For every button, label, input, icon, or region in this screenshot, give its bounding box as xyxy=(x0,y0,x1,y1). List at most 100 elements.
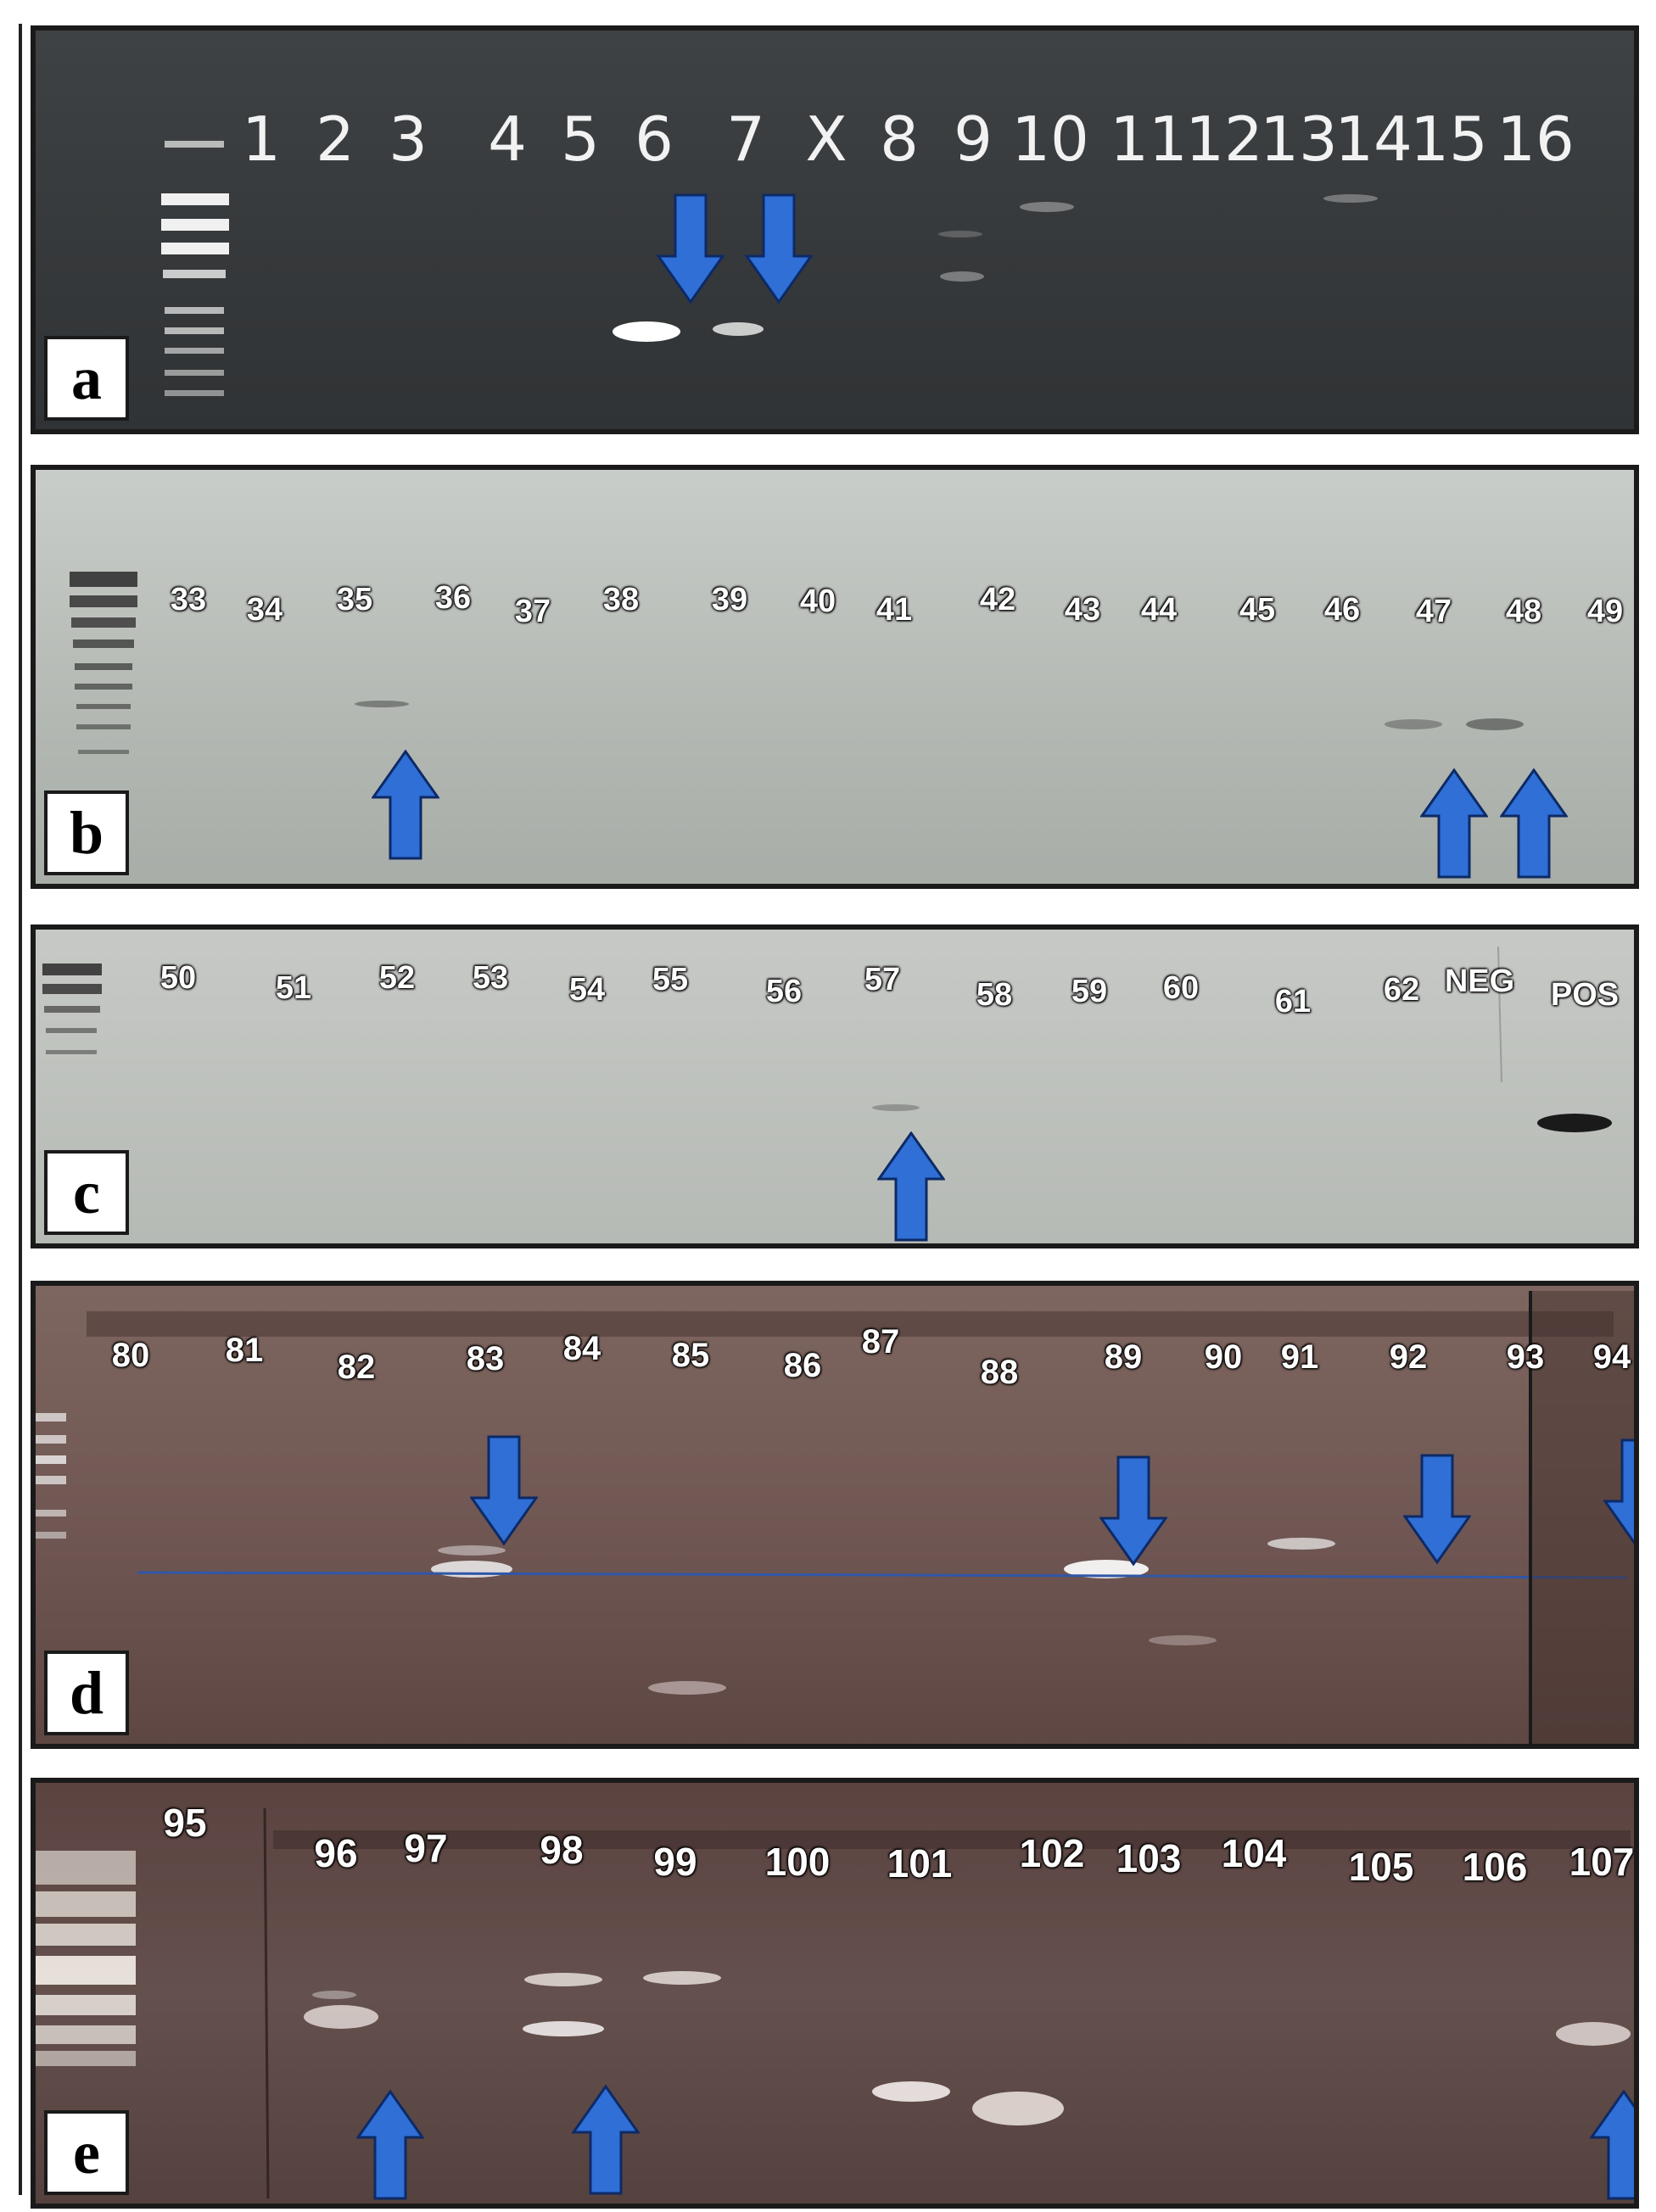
lane-label: 1 xyxy=(242,103,281,175)
lane-label: 16 xyxy=(1497,103,1575,175)
lane-label: 49 xyxy=(1586,594,1624,629)
ladder-b xyxy=(70,572,137,754)
lane-label: 41 xyxy=(876,592,913,628)
lane-label: X xyxy=(805,103,848,175)
lane-label: 58 xyxy=(976,977,1013,1013)
lane-label: 34 xyxy=(246,592,283,628)
well-row-e xyxy=(273,1830,1631,1849)
lane-label: 47 xyxy=(1415,594,1452,629)
lane-label: 60 xyxy=(1162,970,1200,1006)
lane-label: 101 xyxy=(887,1841,953,1885)
gel-panel-a: 1 2 3 4 5 6 7 X 8 9 10 11 12 13 14 15 16… xyxy=(31,25,1639,434)
lane-label: 106 xyxy=(1462,1845,1528,1889)
lane-label: 99 xyxy=(653,1840,697,1884)
lane-label: 105 xyxy=(1348,1845,1414,1889)
lane-label: 52 xyxy=(378,960,416,996)
lane-label: 5 xyxy=(561,103,600,175)
lane-label: 38 xyxy=(602,582,640,617)
lane-label: 51 xyxy=(275,970,312,1006)
lane-label: 90 xyxy=(1204,1338,1243,1376)
gel-panel-e: 95 96 97 98 99 100 101 102 103 104 105 1… xyxy=(31,1778,1639,2209)
lane-label: 53 xyxy=(472,960,509,996)
lane-label: 86 xyxy=(783,1347,822,1384)
panel-label-e: e xyxy=(44,2110,129,2195)
lane-label: 95 xyxy=(163,1801,207,1845)
lane-label: 6 xyxy=(635,103,674,175)
well-row-d xyxy=(87,1311,1614,1337)
gel-panel-c: 50 51 52 53 54 55 56 57 58 59 60 61 62 N… xyxy=(31,924,1639,1248)
lane-label: 107 xyxy=(1569,1840,1635,1884)
lane-label: 2 xyxy=(316,103,355,175)
ladder-e xyxy=(36,1851,136,2066)
lane-label: 93 xyxy=(1506,1338,1545,1376)
ladder-a xyxy=(161,141,229,396)
lane-label: 42 xyxy=(979,582,1016,617)
lane-label: 91 xyxy=(1280,1338,1319,1376)
lane-label: 92 xyxy=(1389,1338,1428,1376)
ladder-c xyxy=(42,964,102,1054)
lane-label: 102 xyxy=(1019,1831,1085,1875)
lane-label: 12 xyxy=(1185,103,1263,175)
lane-label: 57 xyxy=(864,962,901,997)
lane-label: 56 xyxy=(765,974,803,1009)
lane-label: 89 xyxy=(1104,1338,1143,1376)
lane-label: 82 xyxy=(337,1349,376,1386)
lane-label: 8 xyxy=(880,103,919,175)
lane-label: 14 xyxy=(1334,103,1413,175)
gel-panel-d: 80 81 82 83 84 85 86 87 88 89 90 91 92 9… xyxy=(31,1281,1639,1749)
lane-label: 43 xyxy=(1064,592,1101,628)
panel-label-d: d xyxy=(44,1651,129,1735)
lane-label: 39 xyxy=(711,582,748,617)
lane-label: 44 xyxy=(1140,592,1178,628)
lane-label: 35 xyxy=(336,582,373,617)
lane-label: NEG xyxy=(1444,964,1515,999)
lane-label: 87 xyxy=(861,1323,900,1360)
lane-label: 3 xyxy=(389,103,428,175)
lane-label: 11 xyxy=(1110,103,1188,175)
gel-panel-b: 33 34 35 36 37 38 39 40 41 42 43 44 45 4… xyxy=(31,465,1639,889)
lane-label: 85 xyxy=(671,1337,710,1374)
lane-label: 37 xyxy=(514,594,551,629)
lane-label: 48 xyxy=(1505,594,1542,629)
lane-label: 88 xyxy=(980,1354,1019,1391)
lane-label: 15 xyxy=(1410,103,1488,175)
panel-label-b: b xyxy=(44,790,129,875)
lane-label: POS xyxy=(1550,977,1620,1013)
lane-label: 59 xyxy=(1071,974,1108,1009)
lane-label: 98 xyxy=(540,1828,584,1872)
lane-label: 46 xyxy=(1323,592,1361,628)
panel-label-a: a xyxy=(44,336,129,421)
lane-label: 36 xyxy=(434,580,472,616)
lane-label: 9 xyxy=(954,103,993,175)
ladder-d xyxy=(36,1413,66,1539)
lane-label: 81 xyxy=(225,1332,264,1369)
lane-label: 45 xyxy=(1239,592,1276,628)
lane-label: 96 xyxy=(314,1831,358,1875)
lane-label: 104 xyxy=(1221,1831,1287,1875)
lane-label: 7 xyxy=(726,103,765,175)
lane-label: 97 xyxy=(404,1826,448,1870)
lane-label: 61 xyxy=(1274,984,1312,1019)
lane-label: 54 xyxy=(568,972,606,1008)
lane-label: 62 xyxy=(1383,972,1420,1008)
lane-label: 10 xyxy=(1011,103,1089,175)
lane-label: 103 xyxy=(1116,1836,1182,1880)
lane-label: 40 xyxy=(799,584,836,619)
gel-image-a xyxy=(161,141,1378,396)
lane-label: 83 xyxy=(466,1340,505,1377)
panel-label-c: c xyxy=(44,1150,129,1235)
lane-label: 100 xyxy=(764,1840,831,1884)
lane-label: 4 xyxy=(488,103,527,175)
page-border-line xyxy=(19,24,22,2195)
lane-label: 55 xyxy=(652,962,689,997)
gel-image-c xyxy=(42,946,1612,1132)
gel-image-b xyxy=(70,572,1524,754)
lane-label: 94 xyxy=(1592,1338,1631,1376)
lane-label: 33 xyxy=(170,582,207,617)
lane-label: 50 xyxy=(159,960,197,996)
lane-label: 84 xyxy=(562,1330,601,1367)
lane-label: 80 xyxy=(111,1337,150,1374)
gel-image-e xyxy=(36,1807,1631,2199)
gel-image-d xyxy=(36,1291,1634,1744)
lane-label: 13 xyxy=(1260,103,1338,175)
